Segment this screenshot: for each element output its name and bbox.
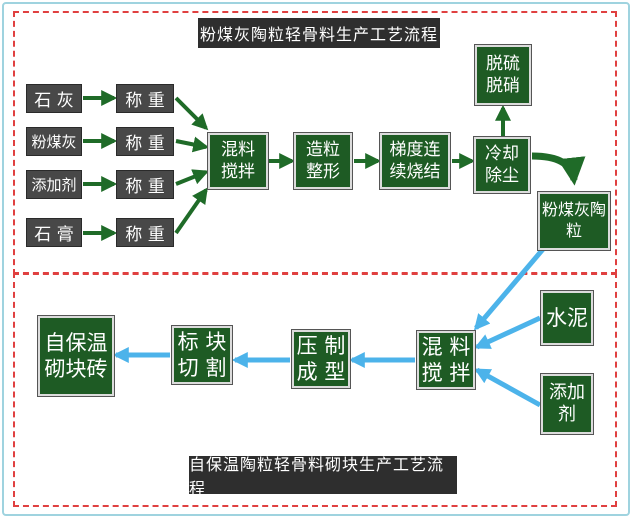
weighing-step-3: 称 重: [116, 170, 174, 199]
sintering-step: 梯度连 续烧结: [380, 133, 450, 189]
cement-input: 水泥: [541, 291, 593, 345]
block-cutting-step: 标 块 切 割: [172, 326, 232, 384]
block-mixing-step: 混 料 搅 拌: [417, 331, 475, 389]
arrow-weigh2-to-mix: [175, 136, 210, 153]
raw-material-additive: 添加剂: [26, 170, 82, 199]
ceramsite-process-region: [13, 11, 617, 275]
arrow-weigh4-to-mix: [174, 187, 208, 235]
arrow-product-to-mix: [473, 246, 546, 331]
raw-material-fly-ash: 粉煤灰: [26, 127, 82, 156]
press-forming-step: 压 制 成 型: [292, 330, 350, 388]
mixing-step: 混料 搅拌: [208, 133, 268, 189]
block-process-region: [13, 272, 617, 507]
granulation-step: 造粒 整形: [294, 133, 352, 189]
additive-input: 添加剂: [541, 374, 593, 434]
block-process-title: 自保温陶粒轻骨料砌块生产工艺流程: [189, 455, 457, 498]
arrow-weigh3-to-mix: [175, 169, 209, 186]
weighing-step-1: 称 重: [116, 84, 174, 113]
arrow-additive2-to-mix: [474, 367, 542, 408]
final-block-product: 自保温 砌块砖: [38, 316, 114, 396]
raw-material-gypsum: 石 膏: [26, 218, 82, 247]
ceramsite-process-title: 粉煤灰陶粒轻骨料生产工艺流程: [198, 18, 440, 48]
weighing-step-4: 称 重: [116, 218, 174, 247]
outer-frame: [2, 2, 630, 516]
ceramsite-product: 粉煤灰陶粒: [538, 192, 610, 250]
desulfurization-step: 脱硫 脱硝: [475, 45, 531, 105]
arrow-weigh1-to-mix: [174, 96, 209, 131]
weighing-step-2: 称 重: [116, 127, 174, 156]
arrow-cement-to-mix: [474, 315, 542, 350]
arrow-cool-to-product: [531, 152, 586, 186]
raw-material-lime: 石 灰: [26, 84, 82, 113]
cooling-dedusting-step: 冷却 除尘: [474, 137, 530, 193]
